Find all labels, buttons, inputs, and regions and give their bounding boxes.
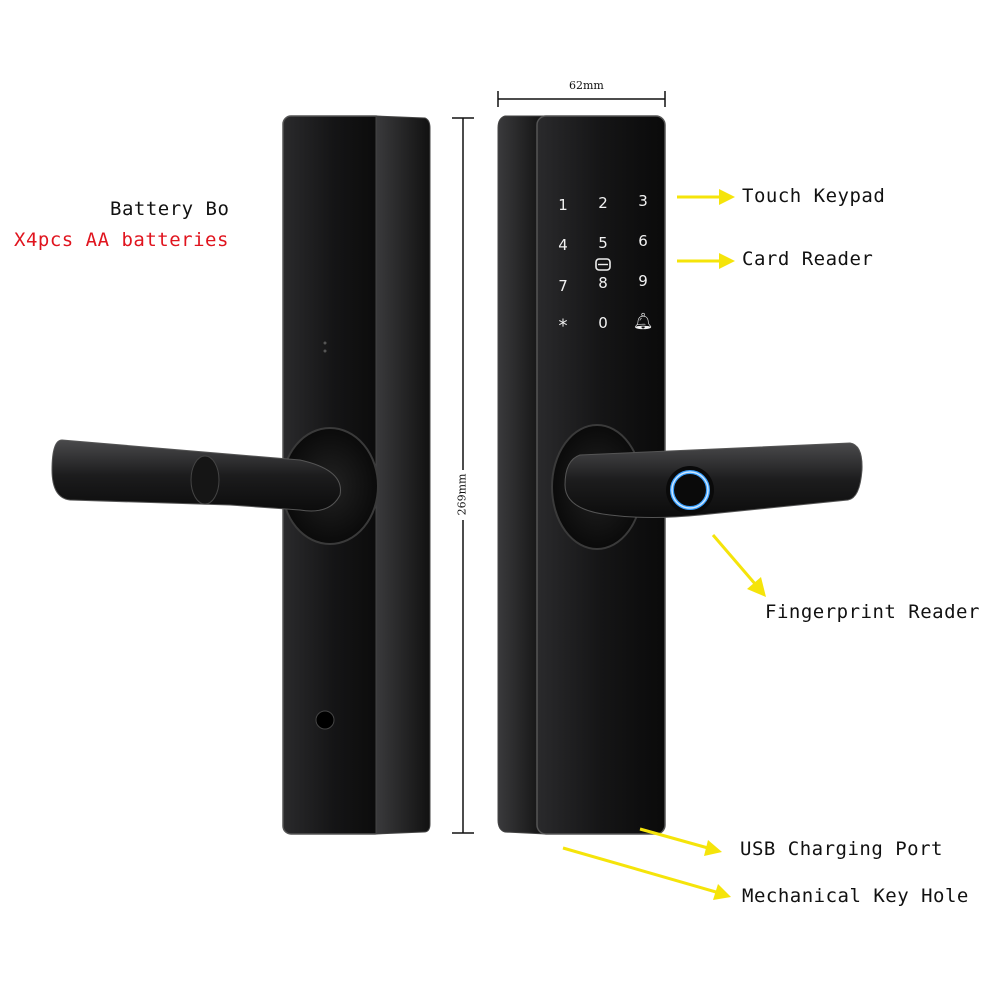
key-5[interactable]: 5 bbox=[598, 234, 608, 252]
key-2[interactable]: 2 bbox=[598, 194, 608, 212]
fingerprint-sensor bbox=[666, 466, 714, 514]
key-7[interactable]: 7 bbox=[558, 277, 568, 295]
battery-detail-label: X4pcs AA batteries bbox=[14, 229, 229, 251]
bell-icon[interactable]: 🔔︎ bbox=[632, 311, 654, 331]
touch-keypad-label: Touch Keypad bbox=[742, 185, 886, 207]
usb-port-label: USB Charging Port bbox=[740, 838, 943, 860]
key-star[interactable]: * bbox=[558, 315, 568, 337]
height-dimension: 269mm bbox=[455, 473, 469, 516]
callout-arrows bbox=[562, 189, 766, 900]
arrow-icon bbox=[562, 846, 731, 900]
fingerprint-reader-label: Fingerprint Reader bbox=[765, 601, 980, 623]
key-4[interactable]: 4 bbox=[558, 236, 568, 254]
width-dimension: 62mm bbox=[569, 79, 604, 92]
arrow-icon bbox=[639, 827, 722, 856]
card-reader-label: Card Reader bbox=[742, 248, 874, 270]
arrow-icon bbox=[677, 189, 735, 205]
back-lock-panel bbox=[51, 115, 431, 835]
arrow-icon bbox=[711, 534, 766, 597]
key-3[interactable]: 3 bbox=[638, 192, 648, 210]
key-9[interactable]: 9 bbox=[638, 272, 648, 290]
front-handle bbox=[564, 442, 863, 518]
arrow-icon bbox=[677, 253, 735, 269]
key-hole-label: Mechanical Key Hole bbox=[742, 885, 969, 907]
key-6[interactable]: 6 bbox=[638, 232, 648, 250]
back-key-hole bbox=[315, 710, 335, 730]
key-0[interactable]: 0 bbox=[598, 314, 608, 332]
battery-box-label: Battery Bo bbox=[110, 198, 230, 220]
front-lock-panel bbox=[497, 115, 863, 835]
card-reader-icon bbox=[595, 258, 611, 271]
dimension-lines bbox=[452, 91, 666, 834]
key-1[interactable]: 1 bbox=[558, 196, 568, 214]
key-8[interactable]: 8 bbox=[598, 274, 608, 292]
